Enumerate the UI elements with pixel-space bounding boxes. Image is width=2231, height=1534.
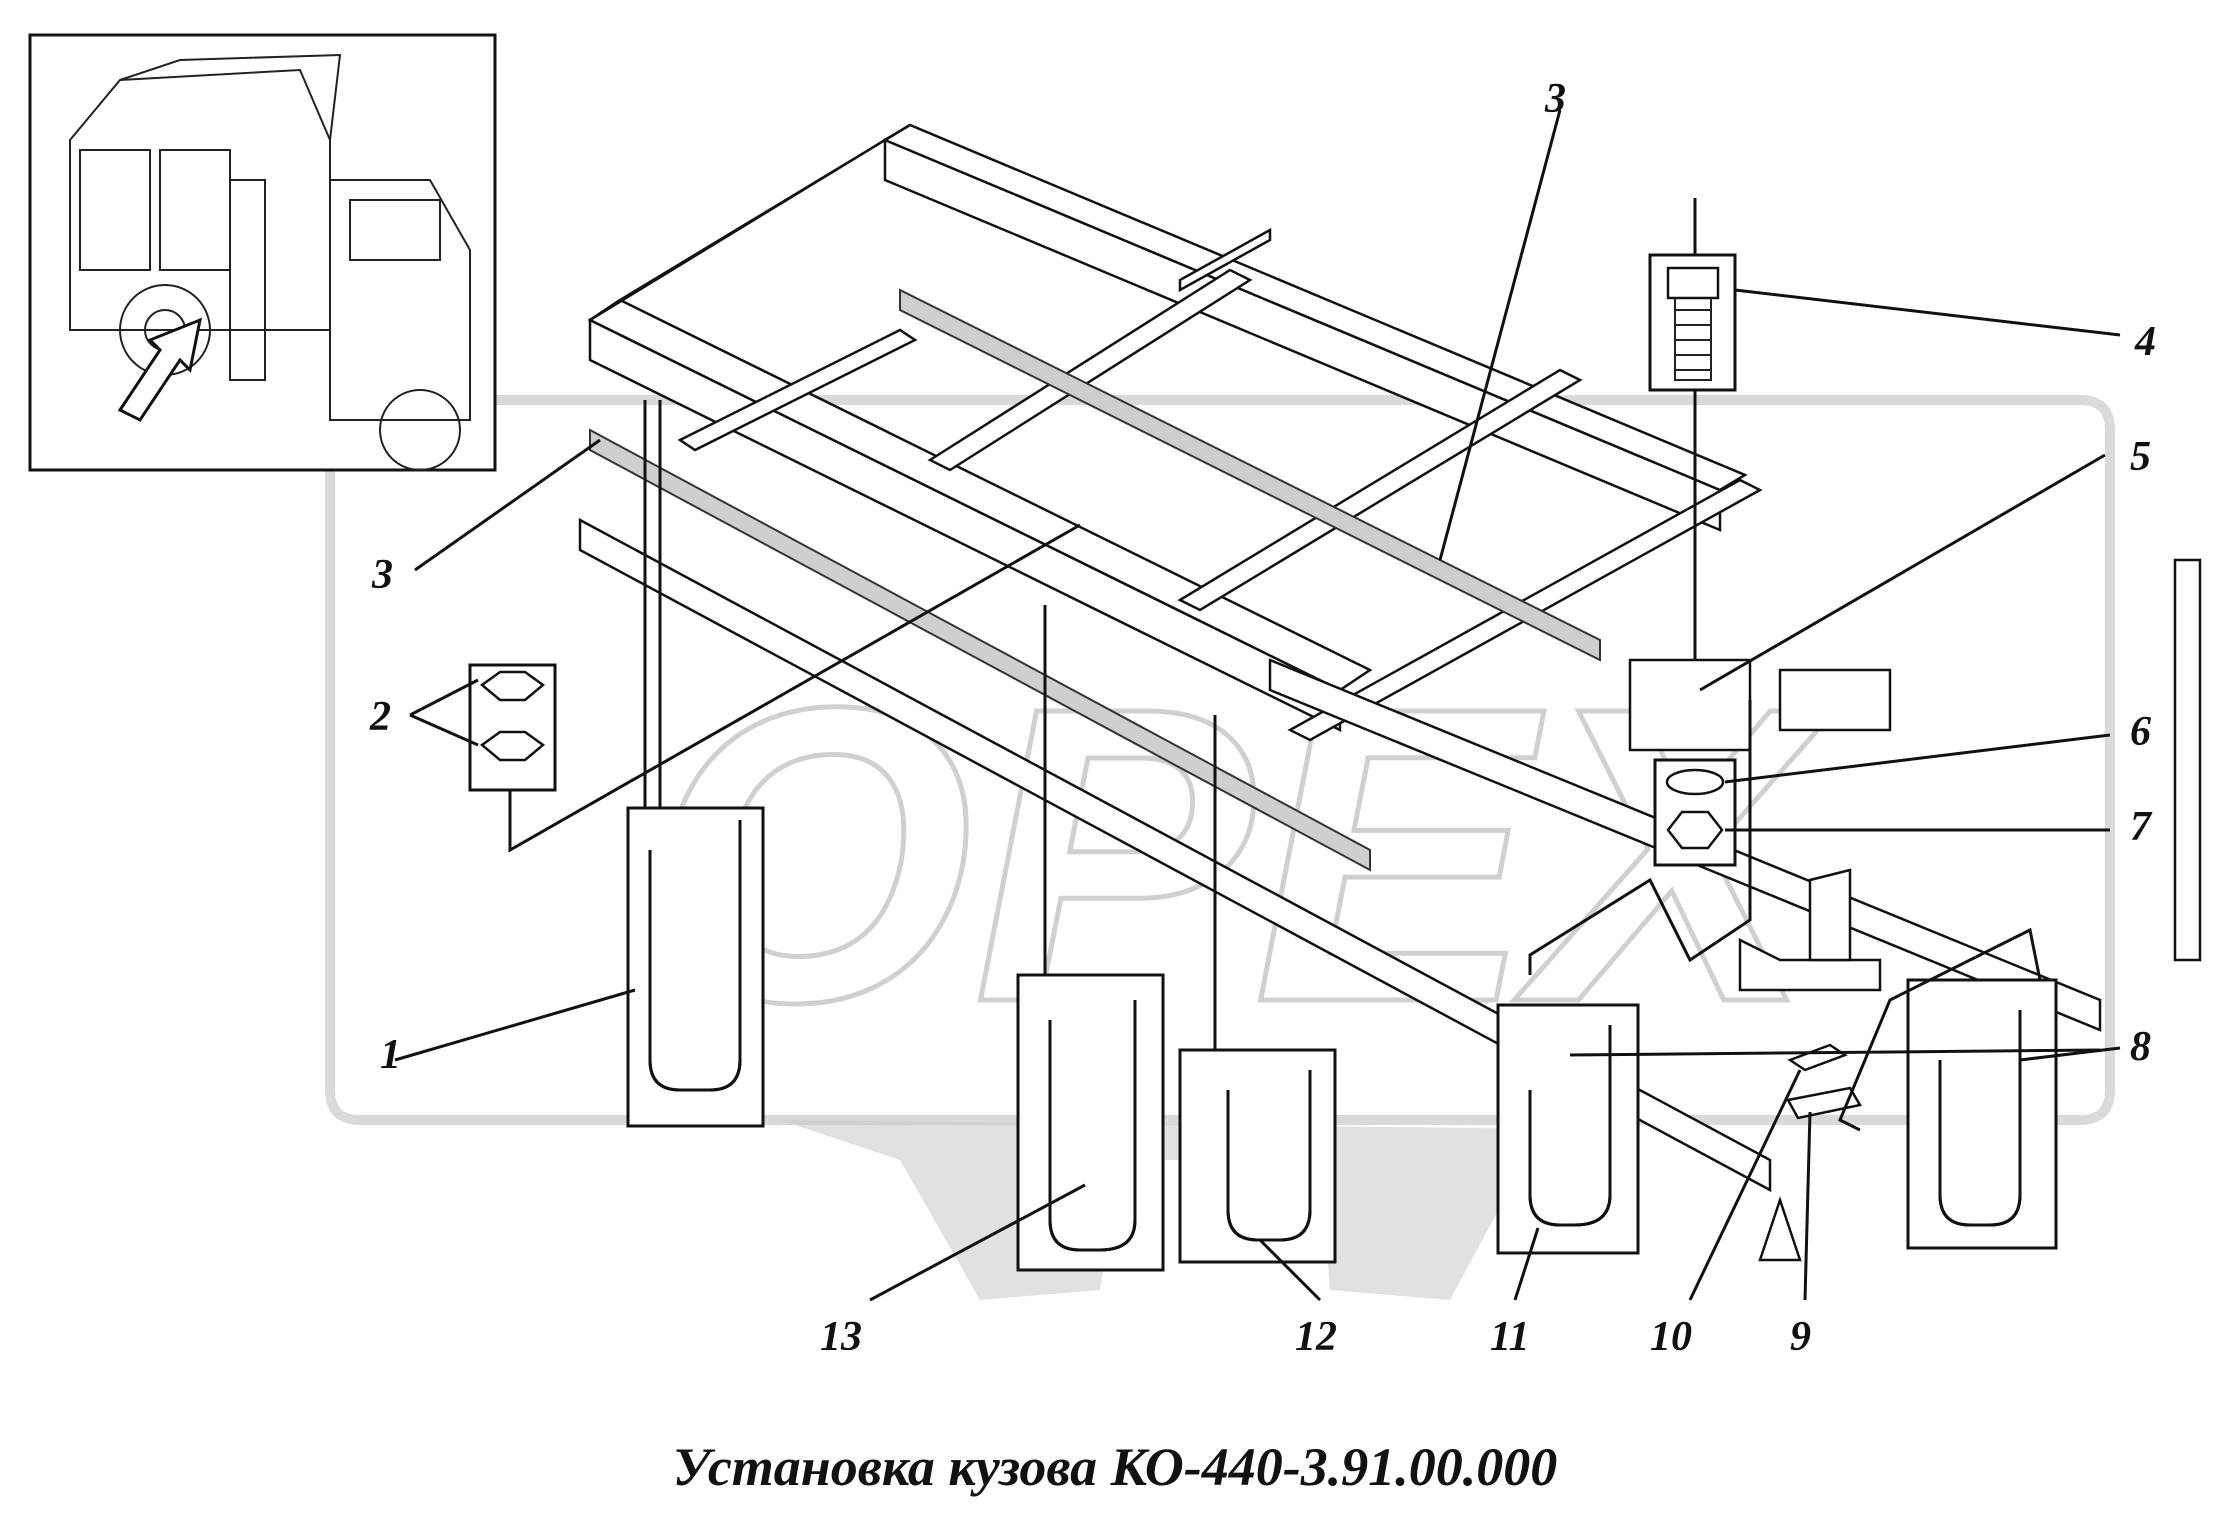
- detail-box-nuts-2: [468, 663, 557, 792]
- callout-10: 10: [1650, 1314, 1692, 1360]
- u-bolt-box-12: [1178, 1048, 1337, 1264]
- connection-lines: [508, 198, 2042, 1132]
- callout-4: 4: [2134, 319, 2156, 365]
- callout-3-top: 3: [1544, 76, 1566, 122]
- callout-11: 11: [1490, 1314, 1530, 1360]
- callout-3-left: 3: [371, 552, 393, 598]
- u-bolt-box-8: [1906, 978, 2058, 1250]
- detail-box-washer-nut-6-7: [1653, 758, 1737, 867]
- u-bolt-box-1: [626, 806, 765, 1128]
- callout-8: 8: [2130, 1024, 2151, 1070]
- callout-5: 5: [2130, 434, 2151, 480]
- callout-9: 9: [1790, 1314, 1811, 1360]
- frame-assembly: [578, 123, 2202, 1262]
- callout-6: 6: [2130, 709, 2151, 755]
- callout-13: 13: [820, 1314, 862, 1360]
- arrow-icon: [117, 317, 203, 422]
- callout-1: 1: [380, 1032, 401, 1078]
- callout-labels: 1 2 3 3 4 5 6 7 8 9 10 11 12 13: [369, 76, 2156, 1360]
- wooden-plank: [589, 428, 1371, 872]
- leader-lines: [394, 109, 2121, 1302]
- u-bolt-box-11: [1496, 1003, 1640, 1255]
- callout-12: 12: [1295, 1314, 1337, 1360]
- callout-2: 2: [369, 694, 391, 740]
- inset-truck-picture: [28, 33, 497, 472]
- detail-box-bolt-4: [1648, 253, 1737, 392]
- diagram-caption: Установка кузова КО-440-3.91.00.000: [673, 1437, 1557, 1497]
- callout-7: 7: [2130, 804, 2153, 850]
- u-bolt-box-13: [1016, 973, 1165, 1272]
